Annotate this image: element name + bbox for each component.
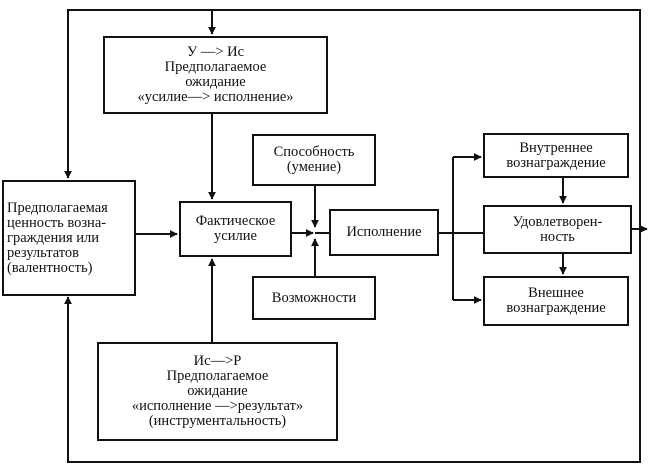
bottom-loop-line <box>64 229 641 463</box>
performance-line-1: Исполнение <box>346 224 422 240</box>
expectancy-effort-box: У ––> Ис Предполагаемое ожидание «усилие… <box>103 36 328 114</box>
effort-line-2: усилие <box>214 228 257 244</box>
instrumentality-line-1: Ис––>P <box>193 353 242 369</box>
ability-box: Способность (умение) <box>252 134 376 186</box>
satisfaction-line-2: ность <box>540 228 575 245</box>
internal-reward-line-2: вознаграждение <box>506 154 606 171</box>
effort-line-1: Фактическое <box>195 213 276 229</box>
expectancy-effort-line-1: У ––> Ис <box>186 44 245 60</box>
valence-line-5: (валентность) <box>7 259 93 276</box>
expectancy-effort-line-3: ожидание <box>185 74 246 90</box>
valence-line-1: Предполагаемая <box>7 199 108 216</box>
valence-line-3: граждения или <box>7 229 100 246</box>
instrumentality-line-5: (инструментальность) <box>148 413 287 429</box>
performance-box: Исполнение <box>329 209 439 256</box>
valence-line-2: ценность возна- <box>7 214 107 231</box>
satisfaction-line-1: Удовлетворен- <box>512 213 603 230</box>
internal-reward-line-1: Внутреннее <box>519 139 593 156</box>
internal-reward-box: Внутреннее вознаграждение <box>483 133 629 178</box>
top-loop-to-valence-arrow <box>64 9 212 179</box>
ability-line-2: (умение) <box>286 159 342 175</box>
external-reward-box: Внешнее вознаграждение <box>483 276 629 326</box>
external-reward-line-2: вознаграждение <box>506 300 606 316</box>
instrumentality-line-2: Предполагаемое <box>166 368 269 384</box>
expectancy-effort-line-4: «усилие––> исполнение» <box>137 89 294 105</box>
instrumentality-line-4: «исполнение ––>результат» <box>131 398 304 414</box>
ability-line-1: Способность <box>273 144 355 160</box>
external-reward-line-1: Внешнее <box>528 285 584 301</box>
valence-line-4: результатов <box>7 244 80 261</box>
opportunities-line-1: Возможности <box>271 289 357 306</box>
instrumentality-line-3: ожидание <box>187 383 248 399</box>
top-loop-line <box>208 9 641 229</box>
effort-box: Фактическое усилие <box>179 201 292 257</box>
expectancy-effort-line-2: Предполагаемое <box>164 59 267 75</box>
opportunities-box: Возможности <box>252 276 376 320</box>
instrumentality-box: Ис––>P Предполагаемое ожидание «исполнен… <box>97 342 338 441</box>
satisfaction-box: Удовлетворен- ность <box>483 205 632 254</box>
valence-box: Предполагаемая ценность возна- граждения… <box>2 180 136 296</box>
